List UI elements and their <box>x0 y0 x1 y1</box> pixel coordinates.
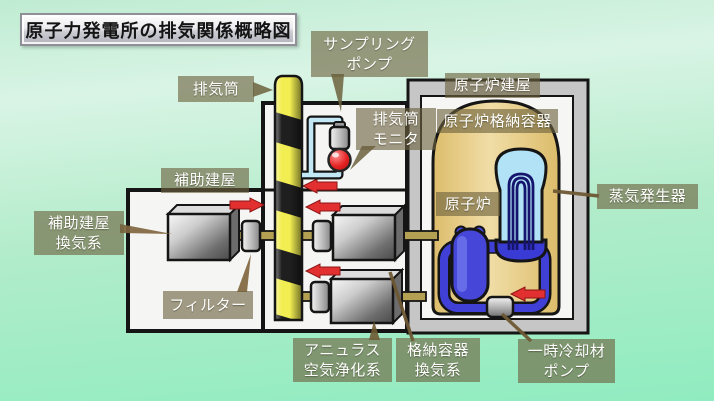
primary-circuit <box>437 147 552 319</box>
fan-units <box>165 202 407 326</box>
stack-stripes <box>275 76 302 320</box>
sampling-pump-label: サンプリング ポンプ <box>311 31 428 77</box>
containment-vent-fan <box>330 203 407 263</box>
sg-u-tube <box>507 172 535 250</box>
sampling-pipe <box>302 117 342 178</box>
annulus-label-pointer <box>369 321 380 340</box>
steam-generator-label: 蒸気発生器 <box>597 184 698 209</box>
reactor-building-label: 原子炉建屋 <box>445 73 540 98</box>
sg-u-tube <box>515 180 527 250</box>
sampling-pump-body <box>328 125 351 151</box>
filter-label: フィルター <box>163 291 253 319</box>
aux-filter <box>240 219 262 253</box>
annulus-purge-label: アニュラス 空気浄化系 <box>293 338 392 382</box>
filter-label-pointer <box>237 254 251 292</box>
sampling-system <box>302 115 352 180</box>
aux-vent-fan <box>165 202 242 263</box>
primary-coolant-pump <box>485 295 515 319</box>
containment-label: 原子炉格納容器 <box>437 109 558 133</box>
sg-u-tube <box>511 176 531 250</box>
exhaust-stack <box>273 74 304 322</box>
coolant-pump-label-pointer <box>500 312 533 343</box>
containment-vent-label: 格納容器 換気系 <box>396 338 480 382</box>
stack-monitor-label: 排気筒 モニタ <box>356 108 436 150</box>
containment-vent-filter <box>311 219 333 253</box>
aux-building-label: 補助建屋 <box>161 168 249 193</box>
annulus-purge-fan <box>328 267 405 326</box>
reactor-label: 原子炉 <box>436 192 500 216</box>
aux-vent-label-pointer <box>120 224 172 234</box>
stack-monitor-detector <box>327 147 352 173</box>
diagram-title: 原子力発電所の排気関係概略図 <box>20 13 297 46</box>
stack-label: 排気筒 <box>178 76 254 102</box>
steam-generator-shell <box>494 147 548 244</box>
label-pointers <box>120 74 600 343</box>
coolant-pump-label: 一時冷却材 ポンプ <box>518 339 615 383</box>
aux-vent-label: 補助建屋 換気系 <box>34 211 124 255</box>
annulus-filter <box>309 280 331 314</box>
reactor-vessel-highlight <box>457 236 467 292</box>
containment-vent-label-pointer <box>388 271 415 342</box>
monitor-label-pointer <box>350 146 376 170</box>
filters <box>240 219 333 314</box>
monitor-highlight <box>332 152 339 158</box>
stack-label-pointer <box>253 82 273 97</box>
steam-generator-label-pointer <box>552 189 600 198</box>
sampling-label-pointer <box>331 74 344 112</box>
